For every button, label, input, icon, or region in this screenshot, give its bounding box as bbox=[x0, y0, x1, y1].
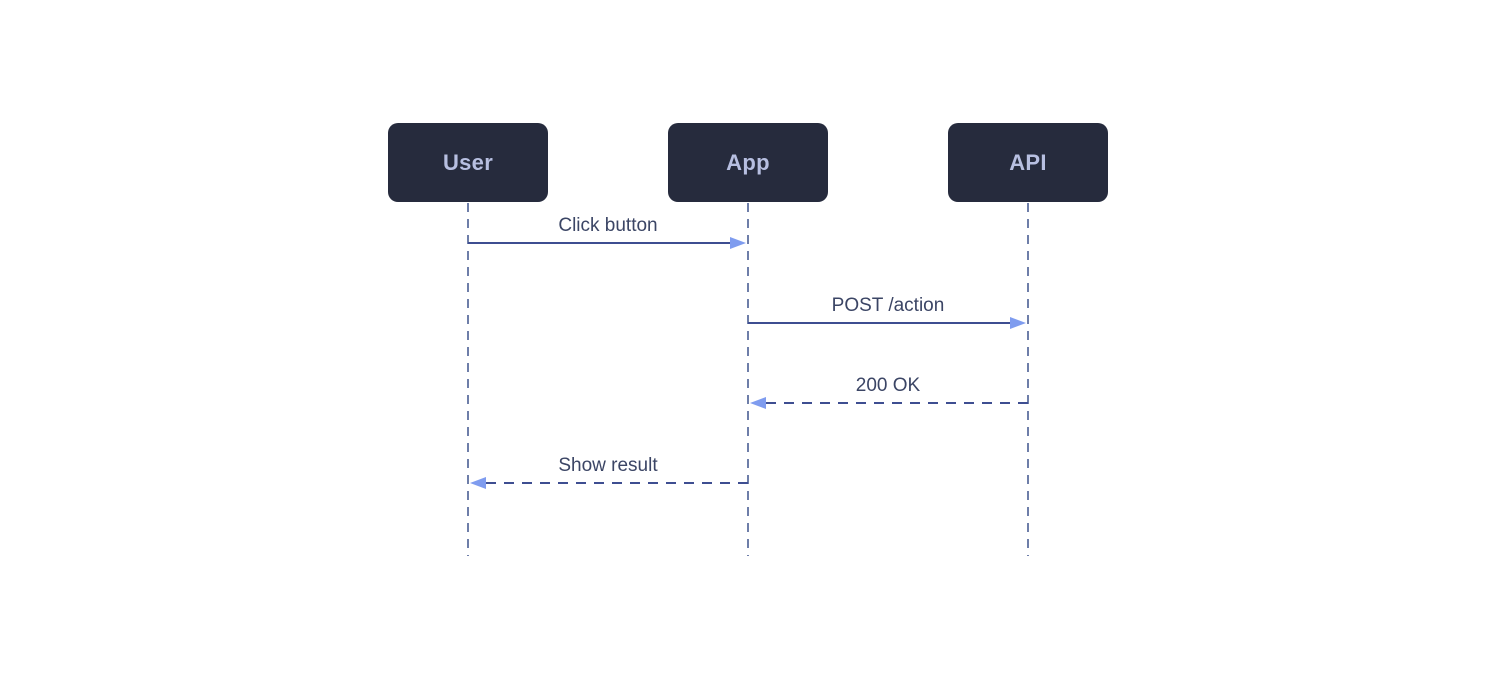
actor-label-api: API bbox=[1009, 149, 1047, 175]
message-label-200-ok: 200 OK bbox=[855, 375, 921, 396]
actor-label-user: User bbox=[442, 149, 494, 175]
message-label-show-result: Show result bbox=[558, 455, 658, 476]
actor-label-app: App bbox=[726, 149, 770, 175]
message-label-click-button: Click button bbox=[558, 215, 658, 236]
actor-box-user: User bbox=[388, 123, 548, 202]
arrowhead-icon-show-result bbox=[470, 477, 486, 489]
actor-box-api: API bbox=[948, 123, 1108, 202]
arrowhead-icon-click-button bbox=[730, 237, 746, 249]
message-label-post-action: POST /action bbox=[831, 295, 945, 316]
arrowhead-icon-post-action bbox=[1010, 317, 1026, 329]
arrowhead-icon-200-ok bbox=[750, 397, 766, 409]
actor-box-app: App bbox=[668, 123, 828, 202]
